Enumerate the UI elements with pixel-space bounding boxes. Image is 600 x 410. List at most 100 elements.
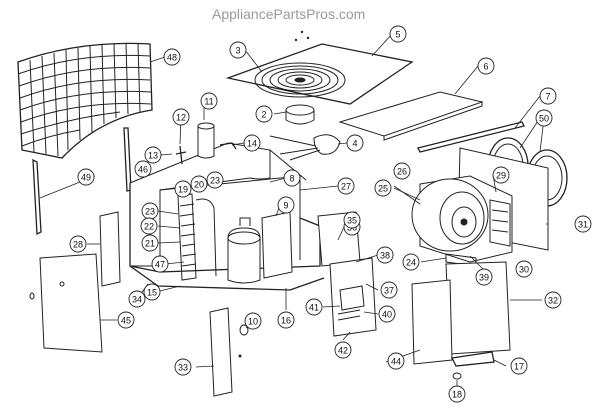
- callout-45: 45: [117, 311, 135, 329]
- grommet: [239, 324, 249, 336]
- callout-label: 41: [309, 303, 319, 313]
- callout-label: 33: [178, 363, 188, 373]
- callout-24: 24: [402, 253, 420, 271]
- callout-16: 16: [277, 311, 295, 329]
- callout-46: 46: [134, 160, 152, 178]
- callout-19: 19: [174, 180, 192, 198]
- callout-44: 44: [387, 352, 405, 370]
- corner-post: [209, 307, 233, 397]
- valve-fitting: [175, 145, 187, 165]
- callout-label: 49: [81, 173, 91, 183]
- callout-27: 27: [337, 177, 355, 195]
- callout-9: 9: [277, 196, 295, 214]
- callout-48: 48: [163, 48, 181, 66]
- callout-34: 34: [128, 290, 146, 308]
- callout-label: 22: [144, 222, 154, 232]
- callout-29: 29: [492, 166, 510, 184]
- callout-label: 46: [138, 165, 148, 175]
- callout-label: 26: [397, 167, 407, 177]
- capacitor: [197, 122, 215, 159]
- callout-label: 16: [281, 316, 291, 326]
- callout-17: 17: [510, 357, 528, 375]
- callout-50: 50: [535, 109, 553, 127]
- callout-label: 15: [147, 288, 157, 298]
- blower-assembly: [411, 175, 513, 267]
- top-cover-with-fan: [225, 43, 414, 105]
- callout-18: 18: [448, 385, 466, 403]
- callout-label: 4: [352, 139, 357, 149]
- callout-label: 5: [395, 30, 400, 40]
- callout-3: 3: [229, 41, 247, 59]
- callout-label: 7: [545, 92, 550, 102]
- callout-label: 14: [247, 139, 257, 149]
- callout-23a: 23: [206, 171, 224, 189]
- callout-35: 35: [343, 211, 361, 229]
- callout-32: 32: [544, 291, 562, 309]
- callout-label: 6: [483, 62, 488, 72]
- callout-28: 28: [69, 235, 87, 253]
- callout-2: 2: [255, 105, 273, 123]
- callout-7: 7: [539, 87, 557, 105]
- callout-label: 18: [452, 390, 462, 400]
- callout-12: 12: [172, 108, 190, 126]
- long-strip: [417, 121, 525, 153]
- drain-cap: [452, 372, 462, 380]
- callout-label: 30: [519, 265, 529, 275]
- callout-label: 47: [155, 260, 165, 270]
- callout-20: 20: [190, 175, 208, 193]
- callout-label: 19: [178, 185, 188, 195]
- callout-33: 33: [174, 358, 192, 376]
- callout-5: 5: [389, 25, 407, 43]
- callout-31: 31: [574, 215, 592, 233]
- fan-motor: [285, 104, 315, 125]
- left-vertical-strip: [32, 158, 42, 236]
- callout-label: 48: [167, 53, 177, 63]
- fan-blade: [269, 134, 341, 161]
- callout-11: 11: [200, 92, 218, 110]
- main-cabinet: [129, 142, 325, 291]
- callout-label: 8: [289, 174, 294, 184]
- flat-panel: [338, 91, 484, 137]
- callout-39: 39: [475, 268, 493, 286]
- callout-25: 25: [374, 179, 392, 197]
- callout-26: 26: [393, 162, 411, 180]
- callout-label: 45: [121, 316, 131, 326]
- callout-label: 17: [514, 362, 524, 372]
- callout-4: 4: [346, 134, 364, 152]
- callout-label: 20: [194, 180, 204, 190]
- callout-label: 13: [148, 151, 158, 161]
- callout-8: 8: [283, 169, 301, 187]
- wire-grille: [17, 42, 153, 159]
- small-bracket: [219, 142, 237, 150]
- callout-label: 39: [479, 273, 489, 283]
- callout-label: 2: [261, 110, 266, 120]
- callout-42: 42: [334, 341, 352, 359]
- callout-label: 34: [132, 295, 142, 305]
- callout-15: 15: [143, 283, 161, 301]
- callout-30: 30: [515, 260, 533, 278]
- callout-label: 29: [496, 171, 506, 181]
- callout-40: 40: [378, 305, 396, 323]
- callout-label: 35: [347, 216, 357, 226]
- callout-label: 10: [248, 317, 258, 327]
- left-post: [99, 211, 121, 287]
- callout-label: 11: [204, 97, 213, 107]
- callout-13: 13: [144, 146, 162, 164]
- callout-label: 23: [145, 207, 155, 217]
- callout-47: 47: [151, 255, 169, 273]
- left-access-panel: [39, 253, 103, 353]
- callout-10: 10: [244, 312, 262, 330]
- callout-label: 44: [391, 357, 401, 367]
- callout-6: 6: [477, 57, 495, 75]
- callout-label: 42: [338, 346, 348, 356]
- callout-label: 28: [73, 240, 83, 250]
- callout-label: 24: [406, 258, 416, 268]
- callout-label: 31: [578, 220, 588, 230]
- watermark: AppliancePartsPros.com: [212, 6, 365, 22]
- front-access-panel: [411, 279, 453, 365]
- callout-21: 21: [141, 234, 159, 252]
- callout-label: 12: [176, 113, 186, 123]
- callout-22: 22: [140, 217, 158, 235]
- callout-37: 37: [380, 281, 398, 299]
